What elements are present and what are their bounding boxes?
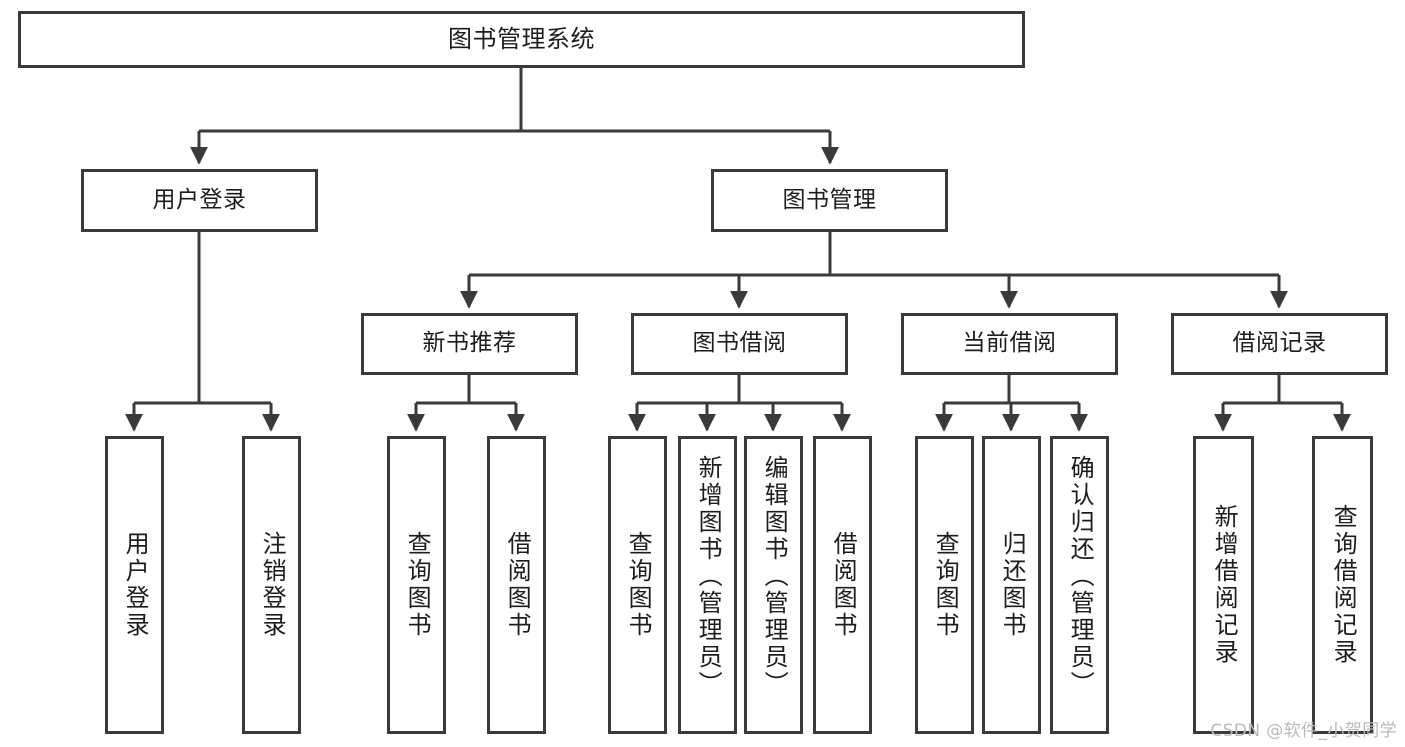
node-book-manage-label: 图书管理 xyxy=(782,186,877,213)
node-new-book-rec[interactable]: 新书推荐 xyxy=(361,313,578,375)
node-leaf-user-login[interactable]: 用户登录 xyxy=(105,436,164,734)
node-leaf-borrow-book-2-label: 借阅图书 xyxy=(829,531,858,639)
node-leaf-query-book-2-label: 查询图书 xyxy=(624,531,653,639)
node-leaf-add-record-label: 新增借阅记录 xyxy=(1210,504,1239,666)
node-book-manage[interactable]: 图书管理 xyxy=(711,169,948,232)
node-leaf-borrow-book-1-label: 借阅图书 xyxy=(503,531,532,639)
node-root[interactable]: 图书管理系统 xyxy=(18,11,1025,68)
node-leaf-add-book-label: 新增图书（管理员） xyxy=(694,455,723,698)
node-borrow-record-label: 借阅记录 xyxy=(1232,330,1327,357)
node-leaf-edit-book[interactable]: 编辑图书（管理员） xyxy=(744,436,803,734)
node-user-login-label: 用户登录 xyxy=(152,186,247,213)
node-leaf-return-book-label: 归还图书 xyxy=(998,531,1027,639)
node-book-borrow[interactable]: 图书借阅 xyxy=(631,313,848,375)
node-leaf-query-book-3[interactable]: 查询图书 xyxy=(915,436,974,734)
node-leaf-logout[interactable]: 注销登录 xyxy=(242,436,301,734)
node-leaf-query-book-3-label: 查询图书 xyxy=(931,531,960,639)
node-leaf-logout-label: 注销登录 xyxy=(258,531,287,639)
node-leaf-edit-book-label: 编辑图书（管理员） xyxy=(760,455,789,698)
node-borrow-record[interactable]: 借阅记录 xyxy=(1171,313,1388,375)
node-current-borrow[interactable]: 当前借阅 xyxy=(901,313,1118,375)
node-leaf-query-book-2[interactable]: 查询图书 xyxy=(608,436,667,734)
node-current-borrow-label: 当前借阅 xyxy=(962,330,1057,357)
node-leaf-query-record-label: 查询借阅记录 xyxy=(1329,504,1358,666)
node-leaf-add-record[interactable]: 新增借阅记录 xyxy=(1193,436,1254,734)
node-user-login[interactable]: 用户登录 xyxy=(81,169,318,232)
node-leaf-query-book-1[interactable]: 查询图书 xyxy=(387,436,446,734)
node-leaf-query-book-1-label: 查询图书 xyxy=(403,531,432,639)
node-leaf-borrow-book-1[interactable]: 借阅图书 xyxy=(487,436,546,734)
node-leaf-add-book[interactable]: 新增图书（管理员） xyxy=(678,436,737,734)
node-leaf-confirm-return[interactable]: 确认归还（管理员） xyxy=(1050,436,1109,734)
node-leaf-query-record[interactable]: 查询借阅记录 xyxy=(1312,436,1373,734)
node-new-book-rec-label: 新书推荐 xyxy=(422,330,517,357)
node-leaf-borrow-book-2[interactable]: 借阅图书 xyxy=(813,436,872,734)
node-book-borrow-label: 图书借阅 xyxy=(692,330,787,357)
node-root-label: 图书管理系统 xyxy=(448,25,595,54)
node-leaf-return-book[interactable]: 归还图书 xyxy=(982,436,1041,734)
node-leaf-confirm-return-label: 确认归还（管理员） xyxy=(1066,455,1095,698)
watermark-text: CSDN @软件_小贺同学 xyxy=(1210,721,1397,741)
node-leaf-user-login-label: 用户登录 xyxy=(121,531,150,639)
